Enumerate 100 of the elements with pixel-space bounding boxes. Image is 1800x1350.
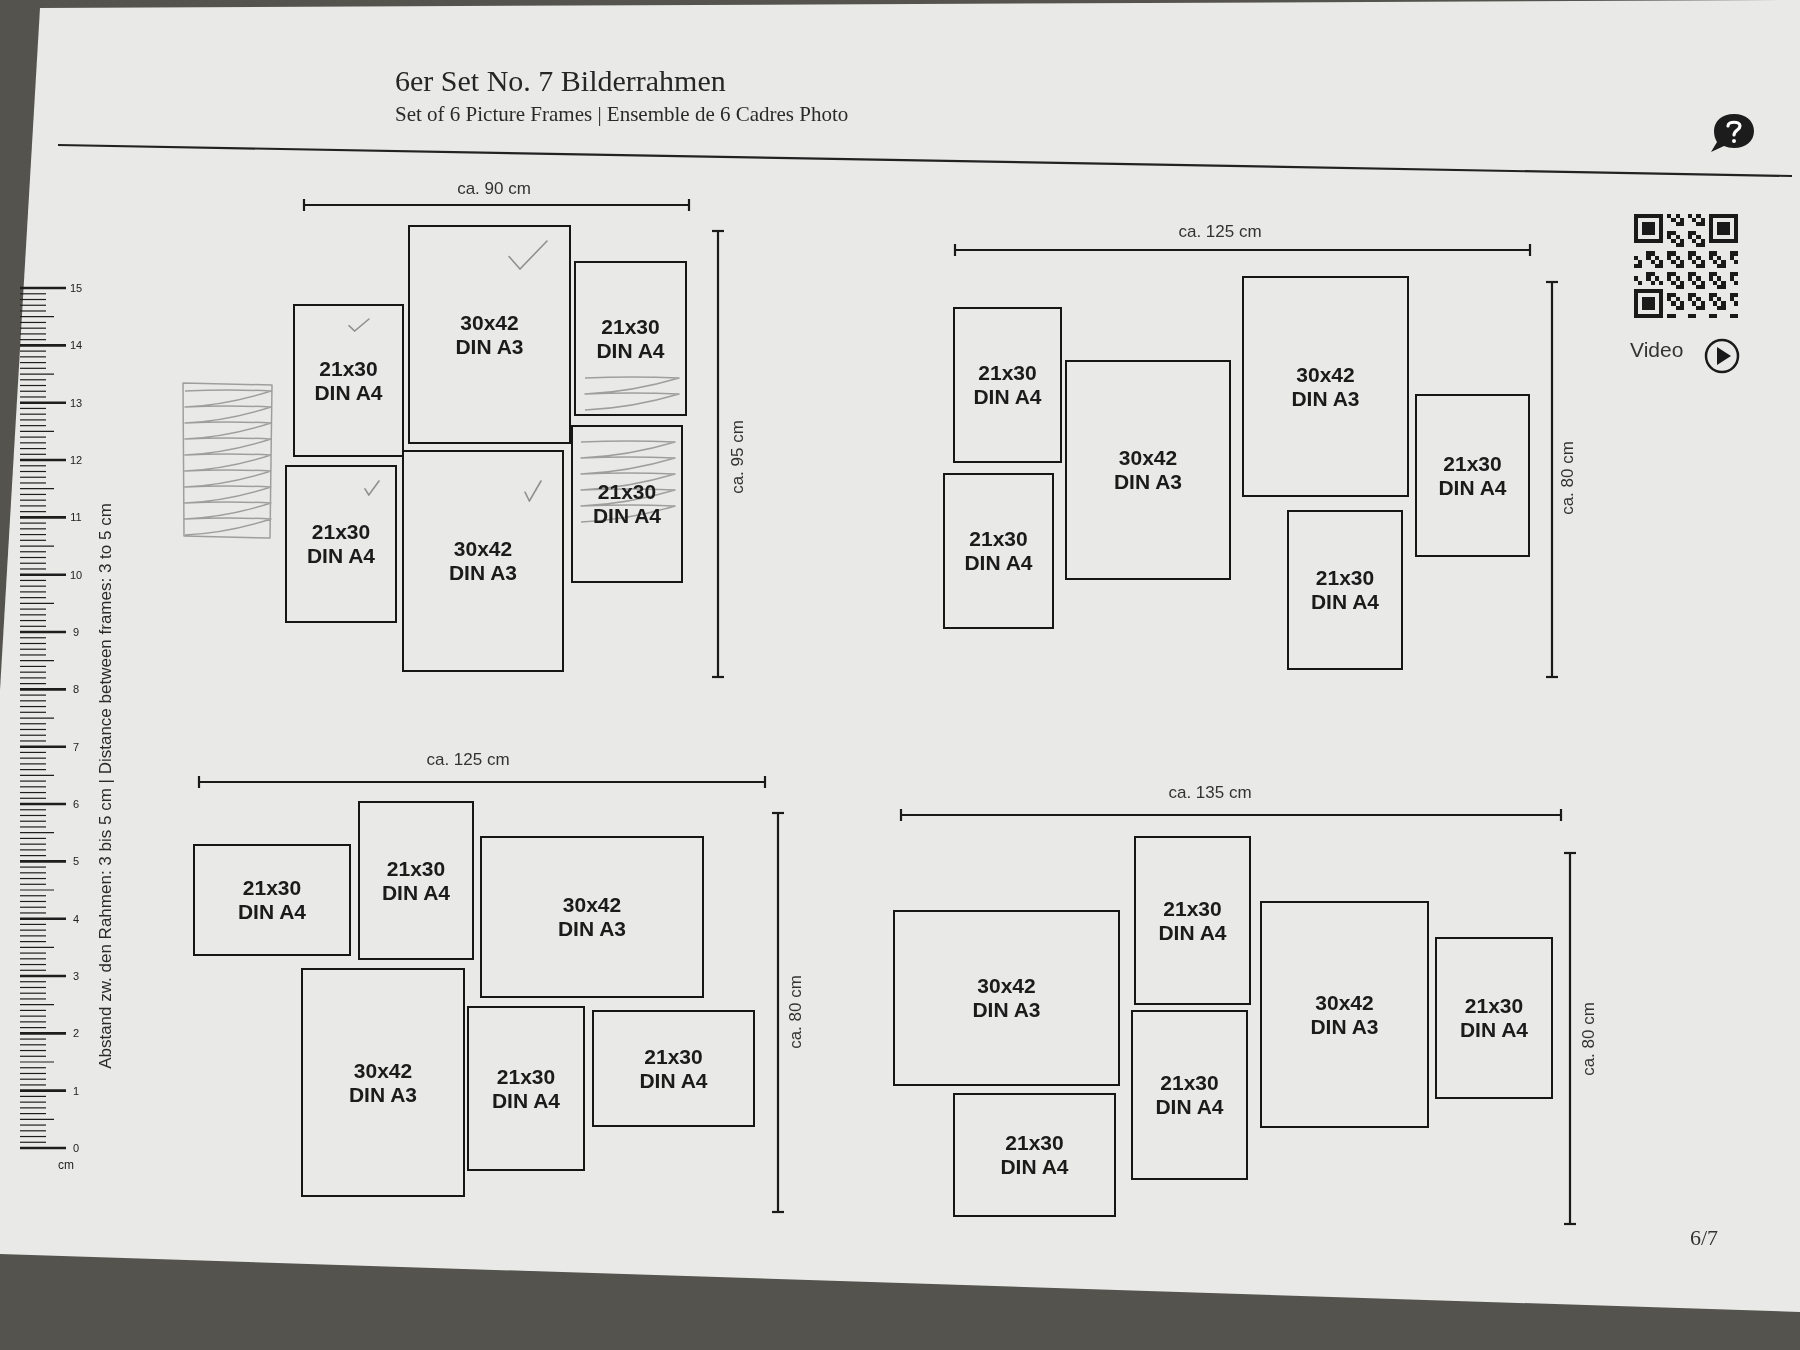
format-label: DIN A4: [1459, 1018, 1529, 1042]
format-label: DIN A3: [557, 917, 627, 941]
dimension-label: ca. 90 cm: [457, 179, 531, 199]
picture-frame: [408, 225, 571, 444]
ruler-number: 5: [72, 855, 80, 868]
format-label: DIN A3: [972, 998, 1041, 1022]
size-label: 21x30: [1160, 1071, 1219, 1095]
subtitle: Set of 6 Picture Frames | Ensemble de 6 Cadres Photo: [395, 103, 849, 127]
dimension-label: ca. 135 cm: [1168, 783, 1252, 803]
ruler-number: 11: [70, 511, 82, 524]
picture-frame: [953, 1093, 1116, 1217]
format-label: DIN A4: [596, 338, 665, 362]
picture-frame: [1134, 836, 1251, 1005]
ruler-number: 12: [69, 454, 83, 467]
dimension-label: ca. 125 cm: [1178, 222, 1262, 242]
size-label: 21x30: [597, 480, 657, 504]
picture-frame: [1415, 394, 1530, 557]
ruler-number: 9: [72, 625, 80, 639]
page-number: 6/7: [1690, 1226, 1719, 1251]
format-label: DIN A3: [348, 1082, 418, 1106]
picture-frame: [1435, 937, 1553, 1099]
size-label: 21x30: [644, 1045, 703, 1069]
ruler-number: 14: [69, 339, 83, 352]
picture-frame: [1131, 1010, 1248, 1180]
format-label: DIN A4: [491, 1088, 561, 1112]
size-label: 21x30: [978, 361, 1037, 385]
size-label: 30x42: [353, 1059, 413, 1083]
picture-frame: [571, 425, 683, 583]
format-label: DIN A4: [306, 544, 376, 568]
size-label: 21x30: [1163, 897, 1222, 921]
ruler-number: 7: [72, 740, 80, 753]
size-label: 21x30: [1315, 566, 1375, 590]
ruler-number: 2: [72, 1027, 80, 1040]
ruler-number: 4: [72, 912, 80, 925]
size-label: 21x30: [601, 315, 660, 339]
dimension-label: ca. 95 cm: [728, 420, 748, 494]
picture-frame: [467, 1006, 585, 1171]
picture-frame: [285, 465, 397, 623]
size-label: 21x30: [311, 520, 371, 544]
size-label: 21x30: [386, 857, 446, 881]
size-label: 21x30: [496, 1065, 556, 1089]
picture-frame: [574, 261, 687, 416]
size-label: 21x30: [319, 357, 378, 381]
ruler-number: 0: [72, 1141, 80, 1155]
ruler-number: 13: [69, 396, 83, 409]
size-label: 30x42: [1118, 446, 1178, 470]
format-label: DIN A4: [1158, 920, 1227, 944]
dimension-label: ca. 80 cm: [1579, 1002, 1599, 1076]
format-label: DIN A4: [964, 551, 1033, 575]
size-label: 21x30: [969, 527, 1028, 551]
format-label: DIN A3: [455, 334, 524, 358]
format-label: DIN A3: [448, 561, 518, 585]
size-label: 21x30: [1443, 452, 1502, 476]
size-label: 30x42: [1315, 991, 1374, 1015]
dimension-label: ca. 125 cm: [426, 750, 510, 770]
format-label: DIN A3: [1310, 1014, 1379, 1038]
ruler-number: 1: [72, 1084, 80, 1097]
picture-frame: [402, 450, 564, 672]
dimension-label: ca. 80 cm: [786, 975, 806, 1049]
picture-frame: [1287, 510, 1403, 670]
ruler-number: 10: [69, 568, 83, 581]
spacing-note: Abstand zw. den Rahmen: 3 bis 5 cm | Distance between frames: 3 to 5 cm: [96, 503, 116, 1069]
picture-frame: [1260, 901, 1429, 1128]
picture-frame: [301, 968, 465, 1197]
format-label: DIN A4: [237, 900, 307, 924]
picture-frame: [293, 304, 404, 457]
size-label: 30x42: [562, 893, 622, 917]
format-label: DIN A3: [1113, 470, 1183, 494]
size-label: 21x30: [1005, 1131, 1064, 1155]
ruler-number: 6: [72, 797, 80, 811]
dimension-label: ca. 80 cm: [1558, 441, 1578, 515]
ruler-number: 3: [72, 969, 80, 983]
size-label: 30x42: [460, 311, 519, 335]
video-label: Video: [1630, 338, 1684, 362]
picture-frame: [953, 307, 1062, 463]
picture-frame: [893, 910, 1120, 1086]
size-label: 30x42: [1296, 363, 1355, 387]
format-label: DIN A4: [1000, 1155, 1069, 1179]
picture-frame: [358, 801, 474, 960]
size-label: 30x42: [453, 537, 513, 561]
format-label: DIN A4: [1438, 475, 1507, 499]
picture-frame: [480, 836, 704, 998]
picture-frame: [1242, 276, 1409, 497]
size-label: 30x42: [977, 974, 1036, 998]
picture-frame: [943, 473, 1054, 629]
format-label: DIN A3: [1291, 386, 1360, 410]
format-label: DIN A4: [314, 380, 383, 404]
format-label: DIN A4: [639, 1068, 708, 1092]
unit-label: cm: [58, 1159, 74, 1173]
picture-frame: [193, 844, 351, 956]
picture-frame: [1065, 360, 1231, 580]
format-label: DIN A4: [1155, 1095, 1224, 1119]
title: 6er Set No. 7 Bilderrahmen: [395, 64, 726, 98]
size-label: 21x30: [1464, 994, 1524, 1018]
format-label: DIN A4: [973, 385, 1042, 409]
ruler-number: 8: [72, 683, 80, 696]
format-label: DIN A4: [592, 504, 662, 528]
picture-frame: [592, 1010, 755, 1127]
format-label: DIN A4: [381, 880, 451, 904]
ruler-number: 15: [69, 282, 83, 295]
